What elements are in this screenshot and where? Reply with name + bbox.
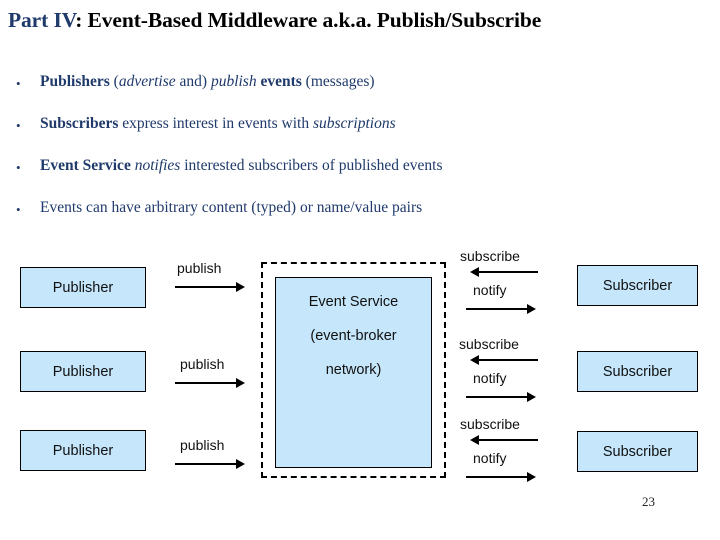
notify-arrow-2 xyxy=(466,392,536,403)
notify-arrow-1 xyxy=(466,304,536,315)
publisher-box-1[interactable]: Publisher xyxy=(20,267,146,308)
notify-arrow-3 xyxy=(466,472,536,483)
publish-label-2: publish xyxy=(180,356,225,372)
title-part-label: Part IV xyxy=(8,8,76,32)
bullet-marker-icon: • xyxy=(16,76,21,91)
publisher-box-2[interactable]: Publisher xyxy=(20,351,146,392)
publisher-label: Publisher xyxy=(52,279,114,296)
subscribe-label-3: subscribe xyxy=(460,416,520,432)
subscriber-box-3[interactable]: Subscriber xyxy=(577,431,698,472)
list-item: • Event Service notifies interested subs… xyxy=(0,156,700,198)
subscribe-arrow-2 xyxy=(470,355,540,366)
publish-label-3: publish xyxy=(180,437,225,453)
bullet-marker-icon: • xyxy=(16,118,21,133)
subscriber-label: Subscriber xyxy=(602,443,673,460)
title-rest-label: Event-Based Middleware a.k.a. Publish/Su… xyxy=(87,8,542,32)
publisher-box-3[interactable]: Publisher xyxy=(20,430,146,471)
notify-label-3: notify xyxy=(473,450,507,466)
notify-label-2: notify xyxy=(473,370,507,386)
list-item: • Events can have arbitrary content (typ… xyxy=(0,198,700,240)
notify-label-1: notify xyxy=(473,282,507,298)
event-service-box[interactable]: Event Service (event-broker network) xyxy=(275,277,432,468)
subscribe-arrow-1 xyxy=(470,267,540,278)
subscriber-label: Subscriber xyxy=(602,363,673,380)
bullet-marker-icon: • xyxy=(16,160,21,175)
publish-label-1: publish xyxy=(177,260,222,276)
publish-arrow-2 xyxy=(175,378,245,389)
bullet-text: Subscribers express interest in events w… xyxy=(40,115,396,132)
publisher-label: Publisher xyxy=(52,363,114,380)
bullet-list: • Publishers (advertise and) publish eve… xyxy=(0,72,700,240)
bullet-text: Events can have arbitrary content (typed… xyxy=(40,199,423,216)
bullet-marker-icon: • xyxy=(16,202,21,217)
publisher-label: Publisher xyxy=(52,442,114,459)
subscriber-box-2[interactable]: Subscriber xyxy=(577,351,698,392)
publish-arrow-3 xyxy=(175,459,245,470)
subscribe-label-1: subscribe xyxy=(460,248,520,264)
page-number: 23 xyxy=(642,494,655,509)
page-title: Part IV: Event-Based Middleware a.k.a. P… xyxy=(8,8,718,33)
title-separator: : xyxy=(75,8,83,32)
event-service-line-3: network) xyxy=(325,362,382,378)
subscribe-label-2: subscribe xyxy=(459,336,519,352)
event-service-boundary xyxy=(261,262,446,478)
bullet-text: Event Service notifies interested subscr… xyxy=(40,157,443,174)
title-divider xyxy=(0,39,720,41)
subscriber-box-1[interactable]: Subscriber xyxy=(577,265,698,306)
publish-arrow-1 xyxy=(175,282,245,293)
subscriber-label: Subscriber xyxy=(602,277,673,294)
subscribe-arrow-3 xyxy=(470,435,540,446)
event-service-line-2: (event-broker xyxy=(310,328,397,344)
list-item: • Publishers (advertise and) publish eve… xyxy=(0,72,700,114)
list-item: • Subscribers express interest in events… xyxy=(0,114,700,156)
bullet-text: Publishers (advertise and) publish event… xyxy=(40,73,375,90)
event-service-line-1: Event Service xyxy=(308,294,399,310)
